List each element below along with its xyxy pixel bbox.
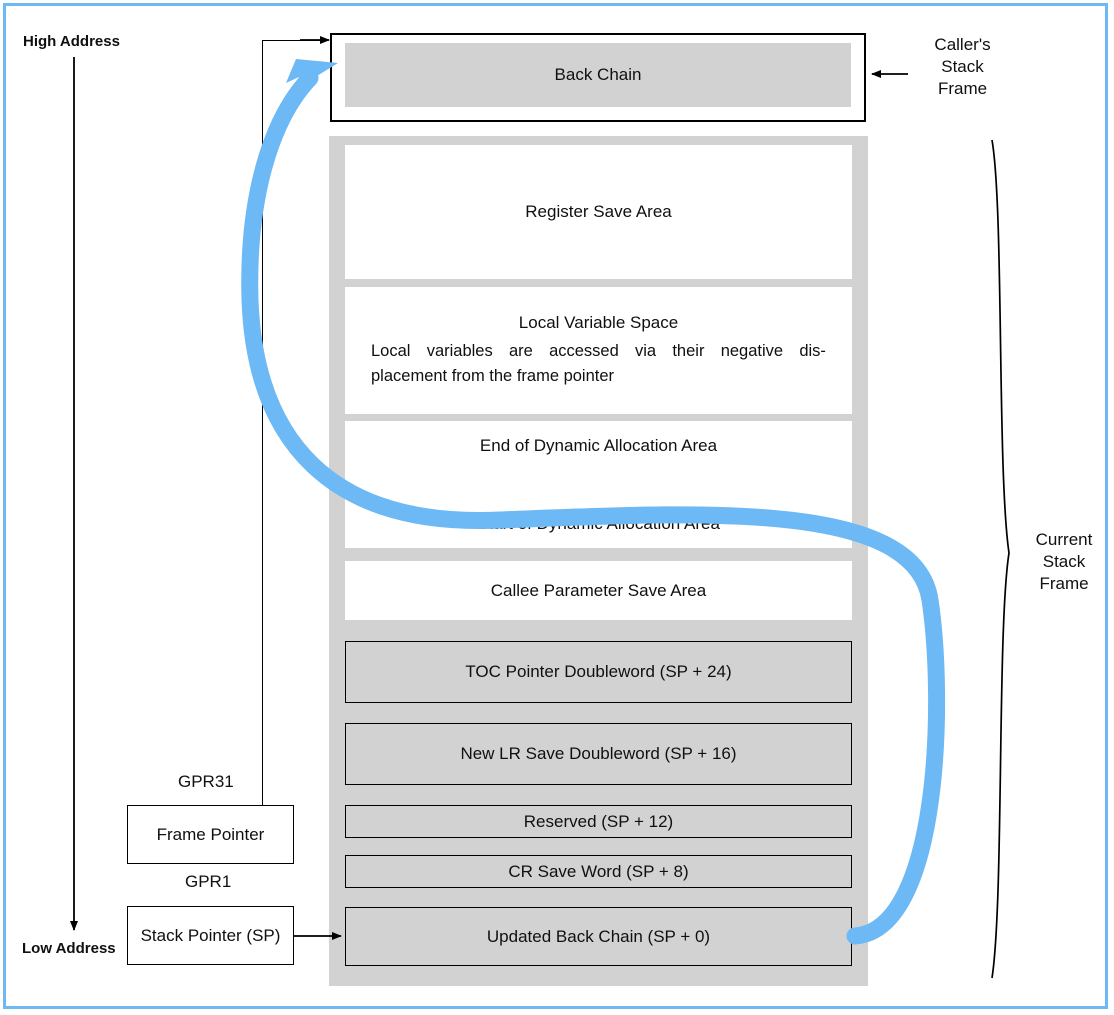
callers-stack-frame-label-line-1: Caller's: [934, 35, 991, 54]
cell-updated-back-chain-label: Updated Back Chain (SP + 0): [486, 926, 711, 946]
cell-end-of-dynamic-allocation-label: End of Dynamic Allocation Area: [479, 435, 718, 455]
cell-new-lr-save-doubleword: New LR Save Doubleword (SP + 16): [345, 723, 852, 785]
gpr1-label: GPR1: [185, 872, 232, 891]
cell-local-variable-space-label: Local Variable Space: [518, 312, 679, 332]
frame-pointer-box: Frame Pointer: [127, 805, 294, 864]
current-stack-frame-label: Current Stack Frame: [1018, 529, 1110, 595]
cell-local-variable-space-description: Local variables are accessed via their n…: [371, 339, 826, 389]
frame-pointer-connector-vertical: [262, 40, 263, 805]
callers-stack-frame-label: Caller's Stack Frame: [915, 34, 1010, 100]
cell-updated-back-chain: Updated Back Chain (SP + 0): [345, 907, 852, 966]
cell-register-save-area: Register Save Area: [345, 145, 852, 279]
stack-pointer-box: Stack Pointer (SP): [127, 906, 294, 965]
cell-callee-parameter-save-area: Callee Parameter Save Area: [345, 561, 852, 620]
frame-pointer-connector-horizontal: [262, 40, 324, 41]
callers-stack-frame-label-line-2: Stack: [941, 57, 984, 76]
cell-start-of-dynamic-allocation-label: Start of Dynamic Allocation Area: [477, 513, 720, 533]
cell-new-lr-save-doubleword-label: New LR Save Doubleword (SP + 16): [460, 744, 737, 763]
frame-pointer-label: Frame Pointer: [156, 824, 265, 844]
high-address-label: High Address: [23, 33, 120, 50]
cell-back-chain: Back Chain: [345, 43, 851, 107]
local-variable-description-line-1: Local variables are accessed via their n…: [371, 341, 826, 360]
current-stack-frame-label-line-2: Stack: [1042, 552, 1086, 571]
diagram-border: [3, 3, 1108, 1009]
current-stack-frame-label-line-3: Frame: [1039, 574, 1089, 593]
local-variable-description-line-2: placement from the frame pointer: [371, 366, 615, 385]
cell-register-save-area-label: Register Save Area: [525, 202, 672, 221]
current-stack-frame-container: Register Save Area Local Variable Space …: [329, 136, 868, 986]
cell-cr-save-word: CR Save Word (SP + 8): [345, 855, 852, 888]
stack-pointer-label: Stack Pointer (SP): [140, 925, 281, 945]
cell-callee-parameter-save-area-label: Callee Parameter Save Area: [490, 580, 707, 600]
cell-reserved: Reserved (SP + 12): [345, 805, 852, 838]
callers-stack-frame-label-line-3: Frame: [937, 79, 988, 98]
low-address-label: Low Address: [22, 940, 116, 957]
cell-cr-save-word-label: CR Save Word (SP + 8): [508, 861, 689, 881]
cell-dynamic-allocation-area: End of Dynamic Allocation Area Start of …: [345, 421, 852, 548]
cell-local-variable-space: Local Variable Space Local variables are…: [345, 287, 852, 414]
gpr31-label: GPR31: [178, 772, 234, 791]
cell-toc-pointer-doubleword: TOC Pointer Doubleword (SP + 24): [345, 641, 852, 703]
current-stack-frame-label-line-1: Current: [1035, 530, 1093, 549]
cell-toc-pointer-doubleword-label: TOC Pointer Doubleword (SP + 24): [465, 662, 732, 681]
cell-reserved-label: Reserved (SP + 12): [523, 811, 674, 831]
